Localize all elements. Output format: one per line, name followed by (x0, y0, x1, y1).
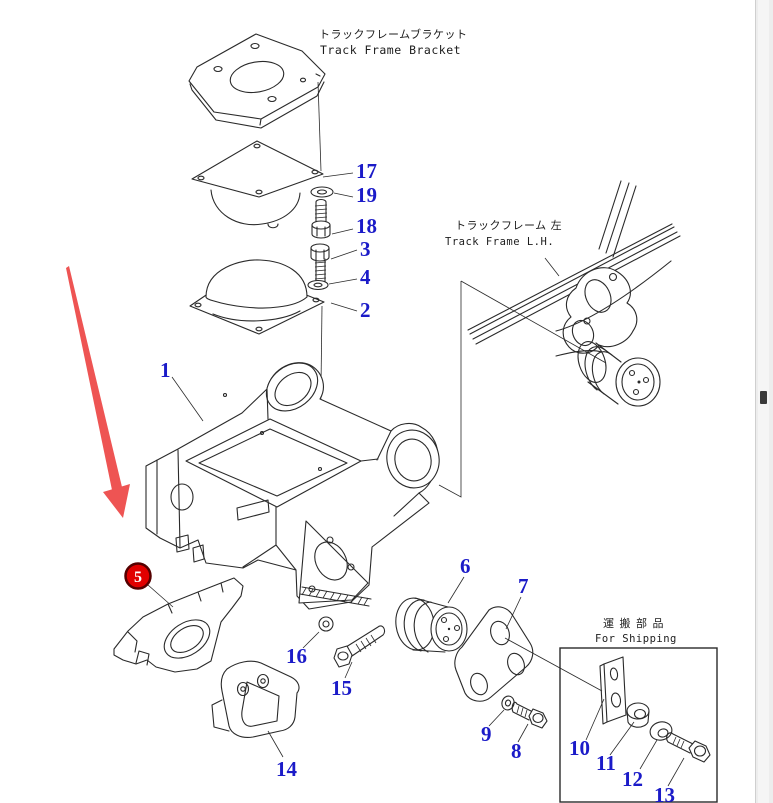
diagram-title-jp: トラックフレームブラケット (319, 27, 468, 41)
track-frame-label-jp: トラックフレーム 左 (455, 219, 562, 232)
callout-13[interactable]: 13 (654, 783, 675, 803)
callout-10[interactable]: 10 (569, 736, 590, 760)
part-5-drawing (113, 577, 244, 673)
diagram-title-en: Track Frame Bracket (320, 43, 461, 57)
track-frame-label-en: Track Frame L.H. (445, 236, 554, 248)
part-13-drawing (666, 732, 711, 763)
callout-4[interactable]: 4 (360, 265, 371, 289)
part-16-drawing (318, 616, 334, 632)
callout-18[interactable]: 18 (356, 214, 377, 238)
right-scroll-rail[interactable] (755, 0, 773, 803)
assembly-line-top (317, 81, 322, 172)
red-pointer-arrow (66, 266, 130, 518)
part-1-drawing (145, 362, 440, 610)
callout-15[interactable]: 15 (331, 676, 352, 700)
part-19-drawing (310, 186, 334, 198)
part-12-drawing (649, 721, 673, 741)
bracket-plate-drawing (188, 33, 326, 129)
callout-16[interactable]: 16 (286, 644, 307, 668)
callout-leader-lines (147, 172, 685, 787)
callout-1[interactable]: 1 (160, 358, 171, 382)
part-7-drawing (454, 606, 534, 702)
callout-5[interactable]: 5 (134, 569, 142, 586)
part-15-drawing (333, 625, 386, 668)
callout-9[interactable]: 9 (481, 722, 492, 746)
part-4-drawing (307, 279, 329, 291)
callout-7[interactable]: 7 (518, 574, 529, 598)
callout-3[interactable]: 3 (360, 237, 371, 261)
scroll-handle[interactable] (760, 391, 767, 404)
part-8-drawing (511, 701, 548, 729)
callout-17[interactable]: 17 (356, 159, 377, 183)
part-14-drawing (211, 660, 300, 738)
callout-12[interactable]: 12 (622, 767, 643, 791)
part-11-drawing (626, 702, 650, 728)
shipping-label-jp: 運 搬 部 品 (603, 616, 665, 630)
callout-8[interactable]: 8 (511, 739, 522, 763)
part-9-drawing (501, 695, 515, 711)
part-18-drawing (311, 198, 331, 239)
part-17-drawing (191, 140, 324, 229)
callout-11[interactable]: 11 (596, 751, 616, 775)
callout-2[interactable]: 2 (360, 298, 371, 322)
callout-6[interactable]: 6 (460, 554, 471, 578)
callout-19[interactable]: 19 (356, 183, 377, 207)
part-3-drawing (310, 243, 330, 286)
track-frame-illustration (467, 180, 681, 407)
callout-14[interactable]: 14 (276, 757, 298, 781)
callout-5-badge[interactable]: 5 (124, 562, 152, 590)
part-10-drawing (599, 656, 627, 725)
part-6-drawing (395, 597, 468, 653)
shipping-parts-box (559, 647, 718, 803)
track-frame-leader-lines (438, 257, 607, 498)
part-2-drawing (189, 259, 325, 335)
shipping-label-en: For Shipping (595, 633, 677, 645)
